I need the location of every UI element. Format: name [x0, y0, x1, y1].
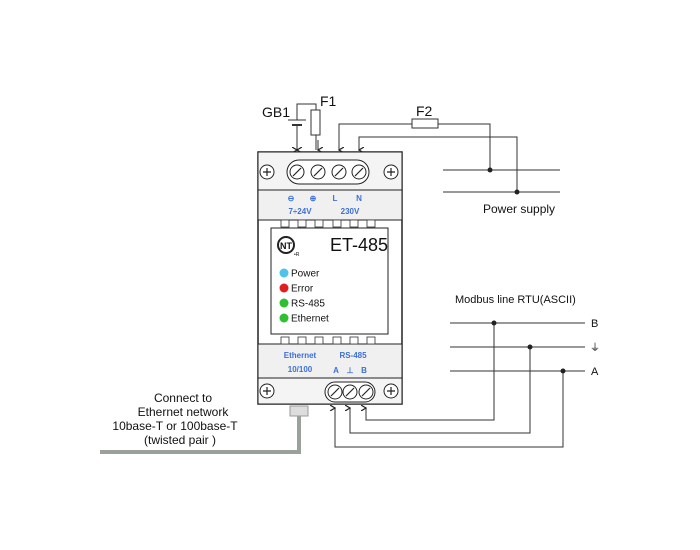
- terminal-minus-label: ⊖: [288, 194, 295, 203]
- logo-text: NT: [280, 241, 292, 251]
- modbus-line-label: Modbus line RTU(ASCII): [455, 294, 576, 306]
- ac-voltage-label: 230V: [341, 207, 360, 216]
- led-error: [279, 283, 289, 293]
- model-name: ET-485: [330, 235, 388, 255]
- connect-line-4: (twisted pair ): [144, 433, 216, 447]
- terminal-plus-label: ⊕: [310, 194, 317, 203]
- f2-label: F2: [416, 103, 433, 119]
- dc-voltage-label: 7÷24V: [288, 207, 312, 216]
- gb1-label: GB1: [262, 104, 290, 120]
- nt-logo: NT •R: [277, 236, 300, 258]
- led-power: [279, 268, 289, 278]
- power-supply-lines: [443, 169, 560, 193]
- terminal-l-label: L: [333, 194, 338, 203]
- l-wire: [338, 118, 491, 170]
- led-rs-485: [279, 298, 289, 308]
- power-supply-label: Power supply: [483, 202, 555, 216]
- gb1-battery-wire: [288, 103, 317, 150]
- line-ground-label: ⏚: [590, 342, 600, 354]
- f1-fuse: [310, 109, 321, 150]
- top-terminal-arrows: [297, 140, 359, 150]
- et485-device: [257, 151, 403, 405]
- front-panel: [270, 227, 389, 335]
- terminal-n-label: N: [356, 194, 362, 203]
- terminal-b-label: B: [361, 366, 367, 375]
- n-wire: [358, 136, 518, 192]
- led-label: Ethernet: [291, 314, 329, 325]
- led-label: Error: [291, 284, 314, 295]
- ethernet-cable: [100, 405, 309, 454]
- modbus-lines: [335, 322, 585, 448]
- line-b-label: B: [591, 318, 598, 330]
- led-ethernet: [279, 313, 289, 323]
- f1-label: F1: [320, 93, 337, 109]
- connect-line-3: 10base-T or 100base-T: [112, 419, 238, 433]
- led-label: Power: [291, 269, 320, 280]
- line-a-label: A: [591, 366, 599, 378]
- terminal-a-label: A: [333, 366, 339, 375]
- junction-dots: [487, 167, 566, 374]
- terminal-ground-label: ⊥: [347, 366, 354, 375]
- rs485-port-label: RS-485: [339, 351, 367, 360]
- led-label: RS-485: [291, 299, 325, 310]
- logo-mark: •R: [294, 252, 300, 258]
- ethernet-speed-label: 10/100: [288, 365, 313, 374]
- ethernet-port-label: Ethernet: [284, 351, 317, 360]
- connect-line-2: Ethernet network: [138, 405, 230, 419]
- connect-line-1: Connect to: [154, 391, 212, 405]
